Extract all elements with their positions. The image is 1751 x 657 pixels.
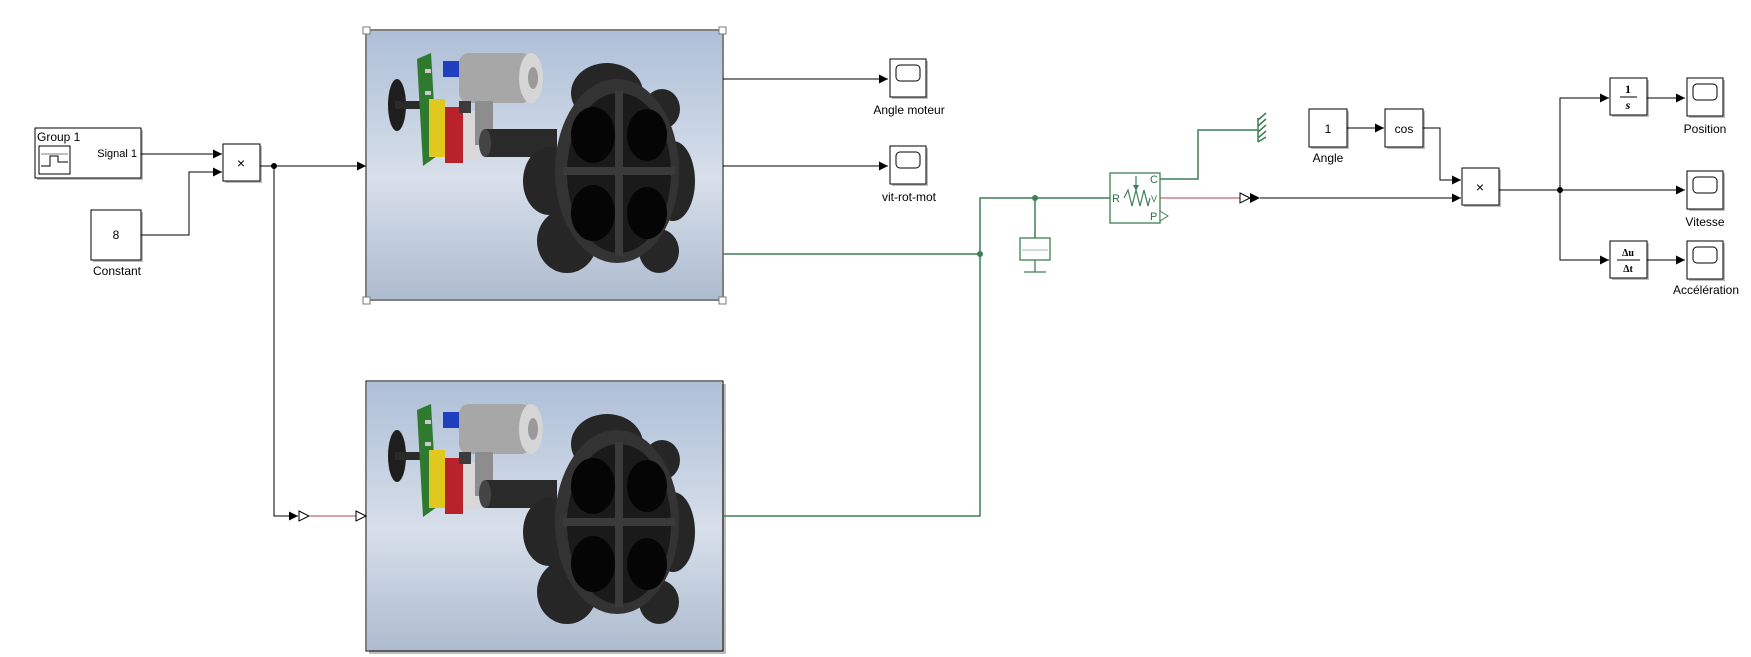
ps-simulink-converter-icon[interactable] <box>1239 192 1252 204</box>
scope-vit-rot-mot[interactable] <box>889 145 929 187</box>
inertia-block[interactable] <box>1019 237 1051 273</box>
scope-icon <box>1686 170 1726 212</box>
selection-handles <box>362 26 727 305</box>
port-r: R <box>1112 193 1120 205</box>
motor-subsystem-1[interactable] <box>365 29 724 301</box>
physical-wire-motor-2[interactable] <box>723 197 1110 517</box>
scope-angle-moteur-label: Angle moteur <box>873 103 944 117</box>
signal-builder-block[interactable]: Group 1 Signal 1 <box>34 127 143 180</box>
port-p: P <box>1150 211 1157 223</box>
scope-acceleration-label: Accélération <box>1673 283 1739 297</box>
integrator-den: s <box>1625 98 1631 112</box>
motor-gearbox-wheel-image <box>367 382 722 650</box>
wire-to-integrator[interactable] <box>1559 93 1609 190</box>
product-1-symbol: × <box>237 155 245 171</box>
product-2-symbol: × <box>1476 179 1484 195</box>
scope-position[interactable] <box>1686 77 1726 119</box>
signal-builder-title: Group 1 <box>37 130 81 144</box>
spring-sensor-icon <box>1123 188 1151 207</box>
integrator-num: 1 <box>1625 82 1631 96</box>
product-block-2[interactable]: × <box>1461 167 1501 207</box>
ps-input-port-icon <box>355 510 368 522</box>
angle-constant-block[interactable]: 1 <box>1308 108 1349 149</box>
scope-vitesse-label: Vitesse <box>1685 215 1724 229</box>
physical-node <box>977 251 983 257</box>
angle-constant-label: Angle <box>1313 151 1344 165</box>
scope-vitesse[interactable] <box>1686 170 1726 212</box>
derivative-block[interactable]: Δu Δt <box>1609 240 1649 280</box>
scope-angle-moteur[interactable] <box>889 58 929 100</box>
derivative-den: Δt <box>1623 264 1633 275</box>
scope-acceleration[interactable] <box>1686 240 1726 282</box>
ps-output-port-icon <box>1250 193 1260 203</box>
constant-value: 8 <box>113 228 120 242</box>
derivative-num: Δu <box>1622 248 1634 259</box>
motion-sensor-block[interactable]: R C V P <box>1109 172 1169 224</box>
scope-position-label: Position <box>1684 122 1727 136</box>
port-v: V <box>1151 194 1157 204</box>
port-c: C <box>1150 174 1158 186</box>
simulink-ps-converter-icon[interactable] <box>298 510 311 522</box>
physical-wire-to-reference[interactable] <box>1160 129 1258 180</box>
mechanical-reference-icon[interactable] <box>1257 112 1267 143</box>
cos-block[interactable]: cos <box>1384 108 1425 149</box>
wire-product-to-converter[interactable] <box>273 166 298 521</box>
cos-text: cos <box>1395 122 1414 136</box>
integrator-block[interactable]: 1 s <box>1609 77 1649 117</box>
constant-block[interactable]: 8 <box>90 209 143 262</box>
motor-subsystem-2[interactable] <box>365 380 726 654</box>
wire-to-derivative[interactable] <box>1559 190 1609 265</box>
scope-vit-rot-mot-label: vit-rot-mot <box>882 190 937 204</box>
angle-constant-value: 1 <box>1325 122 1332 136</box>
scope-icon <box>1686 240 1726 282</box>
scope-icon <box>889 145 929 187</box>
signal-builder-port: Signal 1 <box>97 148 137 160</box>
product-block-1[interactable]: × <box>222 143 262 183</box>
constant-label: Constant <box>93 264 142 278</box>
wire-cos-to-product-2[interactable] <box>1423 127 1461 185</box>
scope-icon <box>1686 77 1726 119</box>
motor-gearbox-wheel-image <box>367 31 722 299</box>
wire-constant-to-product[interactable] <box>141 167 222 236</box>
scope-icon <box>889 58 929 100</box>
